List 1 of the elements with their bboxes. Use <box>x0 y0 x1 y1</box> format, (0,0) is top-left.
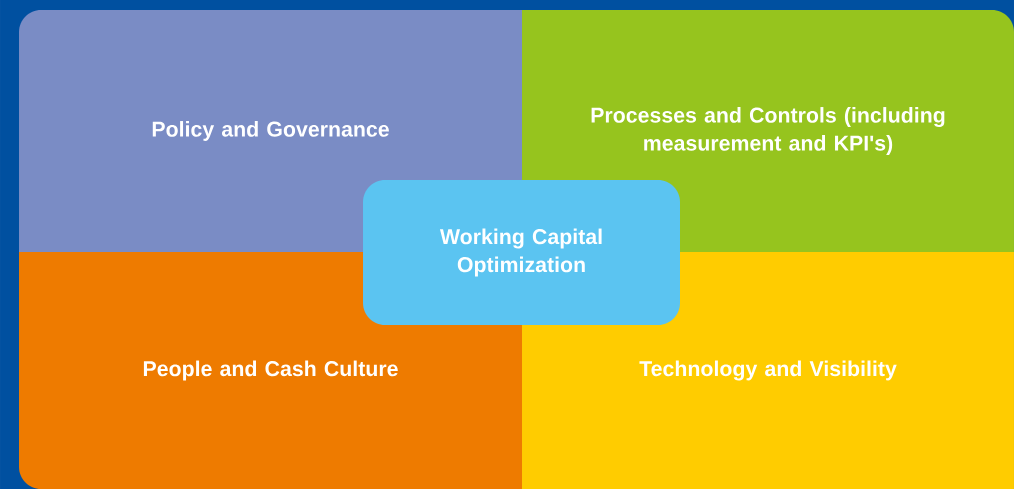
center-box: Working Capital Optimization <box>363 180 680 325</box>
